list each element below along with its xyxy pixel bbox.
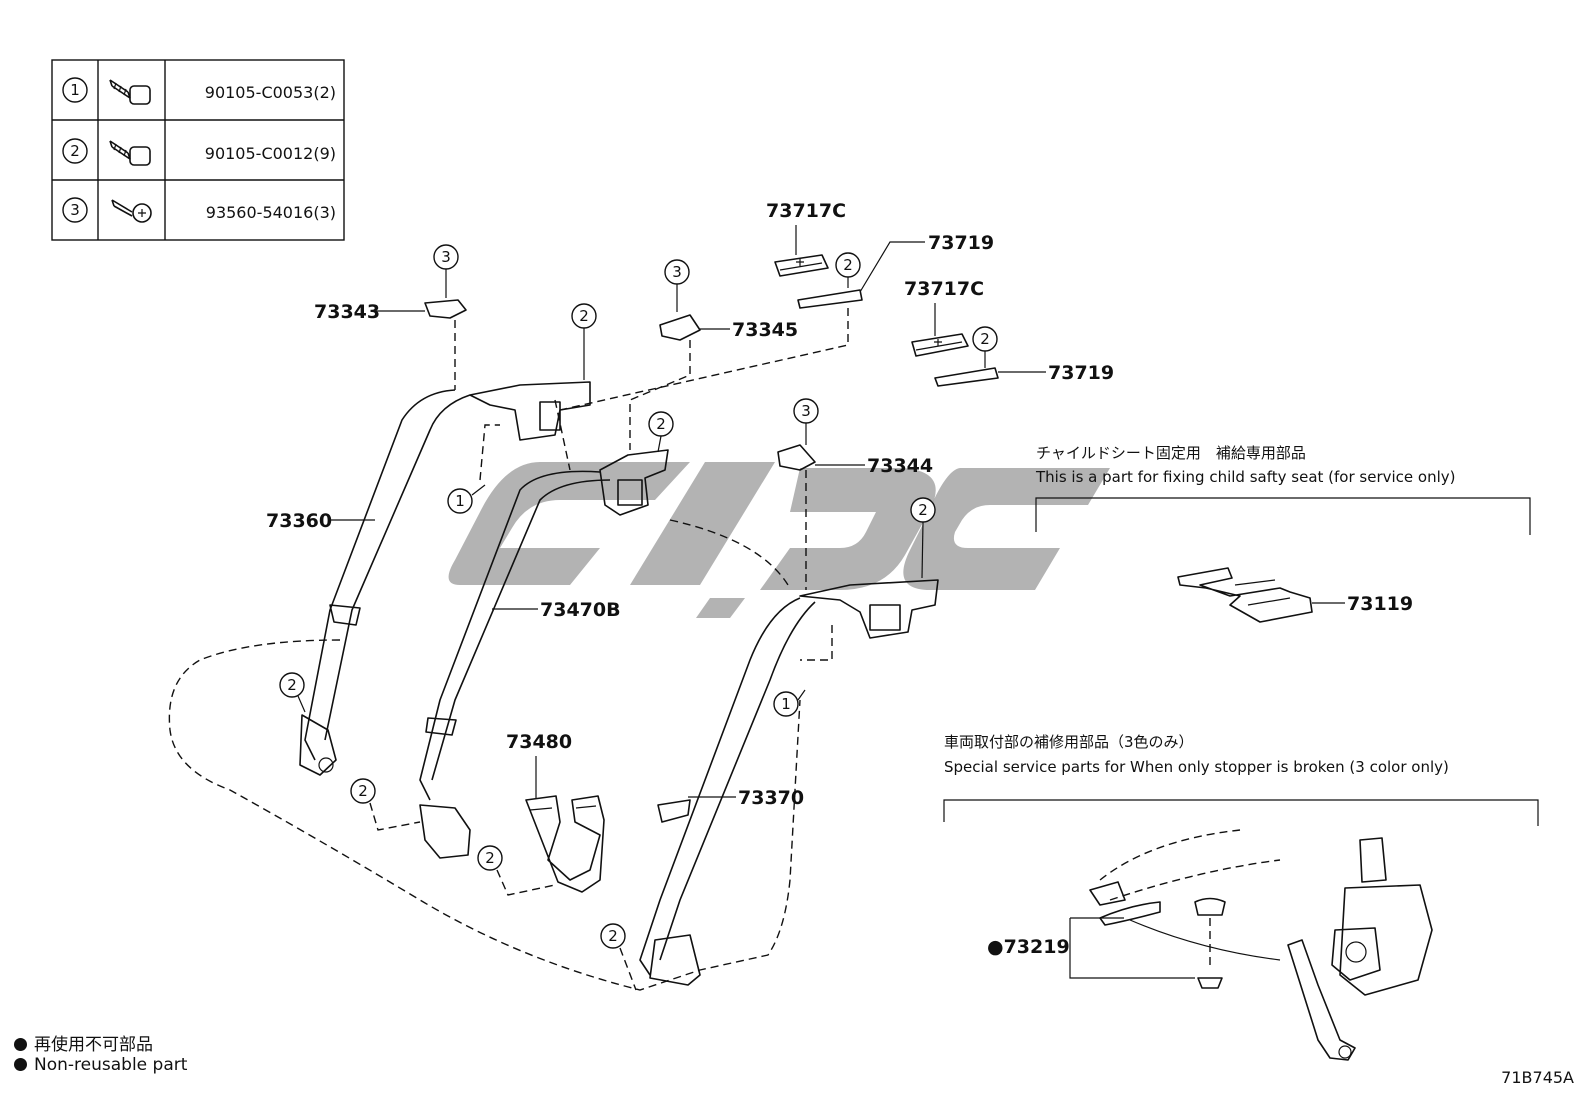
svg-text:2: 2 [579,307,589,325]
watermark-logo [448,462,1110,618]
mark-3-digit: 3 [70,201,80,219]
part-73119: 73119 [1177,567,1413,623]
mark-3-icon [62,197,88,223]
part-73360: 73360 1 2 [266,389,486,776]
svg-text:2: 2 [918,501,928,519]
fastener-part-2: 90105-C0012(9) [205,144,336,163]
part-73219-label: ●73219 [987,936,1070,958]
svg-text:2: 2 [287,676,297,694]
svg-text:73719: 73719 [928,232,994,254]
part-73370: 2 1 73370 2 [600,497,939,991]
part-73480: 73480 2 [477,731,605,896]
fastener-part-3: 93560-54016(3) [206,203,336,222]
svg-text:73343: 73343 [314,301,380,323]
child-seat-title-en: This is a part for fixing child safty se… [1035,468,1455,486]
stopper-title-en: Special service parts for When only stop… [944,758,1449,776]
part-73343: 3 73343 [314,244,467,390]
part-73470b: 2 73470B 2 [350,411,789,859]
child-seat-section: チャイルドシート固定用 補給専用部品 This is a part for fi… [1035,444,1531,623]
fastener-table: 1 2 3 90105-C0053(2) 90105-C0012(9) 9356… [51,59,345,241]
svg-text:73370: 73370 [738,787,804,809]
svg-text:73344: 73344 [867,455,933,477]
part-73717c-b: 73717C [904,278,984,357]
bolt-icon [109,140,151,166]
svg-text:73717C: 73717C [904,278,984,300]
svg-text:3: 3 [801,402,811,420]
fastener-part-1: 90105-C0053(2) [205,83,336,102]
svg-text:73480: 73480 [506,731,572,753]
svg-text:2: 2 [656,415,666,433]
legend-en: Non-reusable part [14,1055,187,1075]
bullet-icon [14,1058,27,1071]
svg-text:2: 2 [843,256,853,274]
svg-text:2: 2 [608,927,618,945]
mark-1-icon [62,77,88,103]
bolt-icon [109,79,151,105]
part-73345: 3 73345 [629,259,798,450]
mark-2-icon [62,138,88,164]
svg-text:73360: 73360 [266,510,332,532]
legend-jp-text: 再使用不可部品 [34,1035,153,1055]
svg-text:2: 2 [980,330,990,348]
svg-text:73119: 73119 [1347,593,1413,615]
bullet-icon [14,1038,27,1051]
stopper-section: 車両取付部の補修用部品（3色のみ） Special service parts … [943,733,1539,1061]
stopper-title-jp: 車両取付部の補修用部品（3色のみ） [944,733,1194,751]
svg-text:1: 1 [455,492,465,510]
svg-text:73719: 73719 [1048,362,1114,384]
svg-text:2: 2 [485,849,495,867]
svg-text:73470B: 73470B [540,599,621,621]
part-73717c-a: 73717C [766,200,846,277]
part-73719-b: 2 73719 [934,326,1114,387]
svg-text:73345: 73345 [732,319,798,341]
child-seat-title-jp: チャイルドシート固定用 補給専用部品 [1036,444,1306,462]
legend-jp: 再使用不可部品 [14,1030,153,1055]
svg-text:3: 3 [441,248,451,266]
part-73719-a: 2 73719 [559,232,994,411]
mark-1-digit: 1 [70,81,80,99]
retractor-upper-left: 2 [469,303,597,481]
svg-text:1: 1 [781,695,791,713]
svg-text:73717C: 73717C [766,200,846,222]
seat-outline [168,639,801,991]
mark-2-digit: 2 [70,142,80,160]
svg-text:2: 2 [358,782,368,800]
part-73344: 3 73344 [777,398,933,590]
figure-code: 71B745A [1501,1068,1574,1087]
svg-text:3: 3 [672,263,682,281]
legend-en-text: Non-reusable part [34,1055,188,1075]
screw-icon [111,199,152,223]
